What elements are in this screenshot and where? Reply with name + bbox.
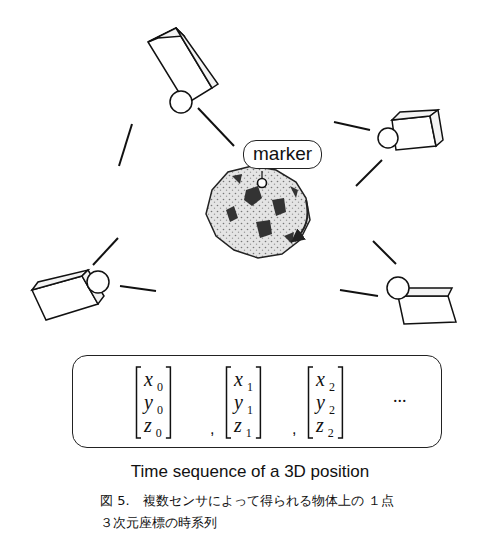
- vector-matrix: x0y0z0: [135, 366, 172, 439]
- leader-line: [261, 171, 262, 178]
- coordinate-symbol: z: [234, 414, 242, 436]
- callout-bubble: marker: [243, 140, 322, 169]
- callout-label: marker: [253, 143, 312, 164]
- time-index: 0: [157, 403, 163, 417]
- camera: [387, 277, 456, 324]
- bracket-right: [166, 367, 170, 438]
- marker-dot: [258, 179, 267, 188]
- time-index: 1: [247, 380, 253, 394]
- ellipsis: ...: [393, 386, 407, 407]
- coordinate-symbol: y: [234, 391, 243, 413]
- sight-lines: [93, 108, 396, 296]
- time-index: 0: [156, 426, 162, 440]
- figure-caption: 図 5. 複数センサによって得られる物体上の １点３次元座標の時系列: [100, 490, 400, 534]
- matrix-bracket: [225, 366, 262, 439]
- rotation-arrow: [294, 200, 308, 240]
- bracket-left: [309, 367, 314, 438]
- vector-matrix: x1y1z1: [225, 366, 262, 439]
- time-index: 2: [329, 403, 335, 417]
- coordinate-symbol: y: [316, 391, 325, 413]
- time-index: 2: [329, 380, 335, 394]
- coordinate-symbol: z: [316, 414, 324, 436]
- bracket-left: [137, 367, 142, 438]
- coordinate-symbol: z: [144, 414, 152, 436]
- sequence-title: Time sequence of a 3D position: [0, 462, 500, 482]
- object: [206, 166, 310, 258]
- time-index: 1: [247, 403, 253, 417]
- camera: [148, 28, 218, 113]
- matrix-bracket: [135, 366, 172, 439]
- camera: [378, 110, 443, 150]
- coordinate-symbol: y: [144, 391, 153, 413]
- time-index: 2: [328, 426, 334, 440]
- time-index: 1: [246, 426, 252, 440]
- bracket-right: [256, 367, 260, 438]
- coordinate-symbol: x: [144, 368, 153, 390]
- sequence-panel: ...x0y0z0x1y1z1x2y2z2: [72, 355, 442, 448]
- coordinate-symbol: x: [234, 368, 243, 390]
- matrix-bracket: [307, 366, 344, 439]
- separator: ,: [292, 420, 296, 438]
- camera: [32, 270, 109, 320]
- time-index: 0: [157, 380, 163, 394]
- bracket-right: [338, 367, 343, 438]
- separator: ,: [210, 420, 214, 438]
- vector-matrix: x2y2z2: [307, 366, 344, 439]
- coordinate-symbol: x: [316, 368, 325, 390]
- bracket-left: [227, 367, 232, 438]
